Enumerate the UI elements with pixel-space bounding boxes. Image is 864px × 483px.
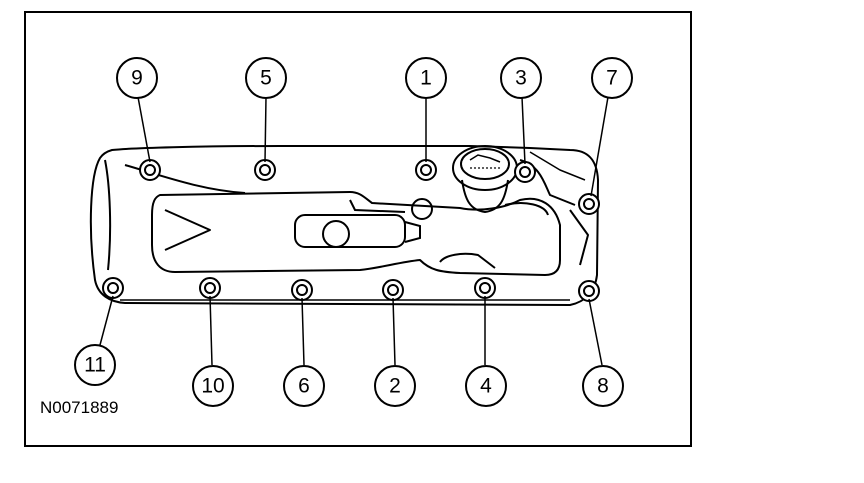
callout-4-label: 4 bbox=[480, 375, 492, 398]
callout-7: 7 bbox=[591, 57, 633, 99]
callout-11: 11 bbox=[74, 344, 116, 386]
callout-9: 9 bbox=[116, 57, 158, 99]
callout-2-label: 2 bbox=[389, 375, 401, 398]
callout-10-label: 10 bbox=[201, 375, 224, 398]
valve-cover-body bbox=[89, 145, 599, 306]
frame-border bbox=[24, 11, 692, 447]
callout-5-label: 5 bbox=[260, 67, 272, 90]
leader-lines bbox=[99, 96, 609, 366]
bolt-3 bbox=[514, 161, 536, 183]
callout-1: 1 bbox=[405, 57, 447, 99]
callout-3: 3 bbox=[500, 57, 542, 99]
bolt-2 bbox=[382, 279, 404, 301]
callout-4: 4 bbox=[465, 365, 507, 407]
callout-3-label: 3 bbox=[515, 67, 527, 90]
callout-6: 6 bbox=[283, 365, 325, 407]
bolt-9 bbox=[139, 159, 161, 181]
bolt-7 bbox=[578, 193, 600, 215]
callout-11-label: 11 bbox=[84, 354, 106, 377]
callout-6-label: 6 bbox=[298, 375, 310, 398]
bolt-11 bbox=[102, 277, 124, 299]
callout-9-label: 9 bbox=[131, 67, 143, 90]
callout-2: 2 bbox=[374, 365, 416, 407]
vent-port bbox=[411, 198, 433, 220]
pcv-tube bbox=[294, 199, 421, 248]
bolt-1 bbox=[415, 159, 437, 181]
callout-10: 10 bbox=[192, 365, 234, 407]
callout-8: 8 bbox=[582, 365, 624, 407]
bolt-10 bbox=[199, 277, 221, 299]
bolt-6 bbox=[291, 279, 313, 301]
callout-8-label: 8 bbox=[597, 375, 609, 398]
callout-1-label: 1 bbox=[420, 67, 432, 90]
callout-7-label: 7 bbox=[606, 67, 618, 90]
figure-reference-id: N0071889 bbox=[40, 398, 119, 417]
oil-filler-cap bbox=[452, 145, 518, 214]
bolts bbox=[102, 159, 600, 302]
bolt-5 bbox=[254, 159, 276, 181]
bolt-8 bbox=[578, 280, 600, 302]
callout-5: 5 bbox=[245, 57, 287, 99]
bolt-4 bbox=[474, 277, 496, 299]
